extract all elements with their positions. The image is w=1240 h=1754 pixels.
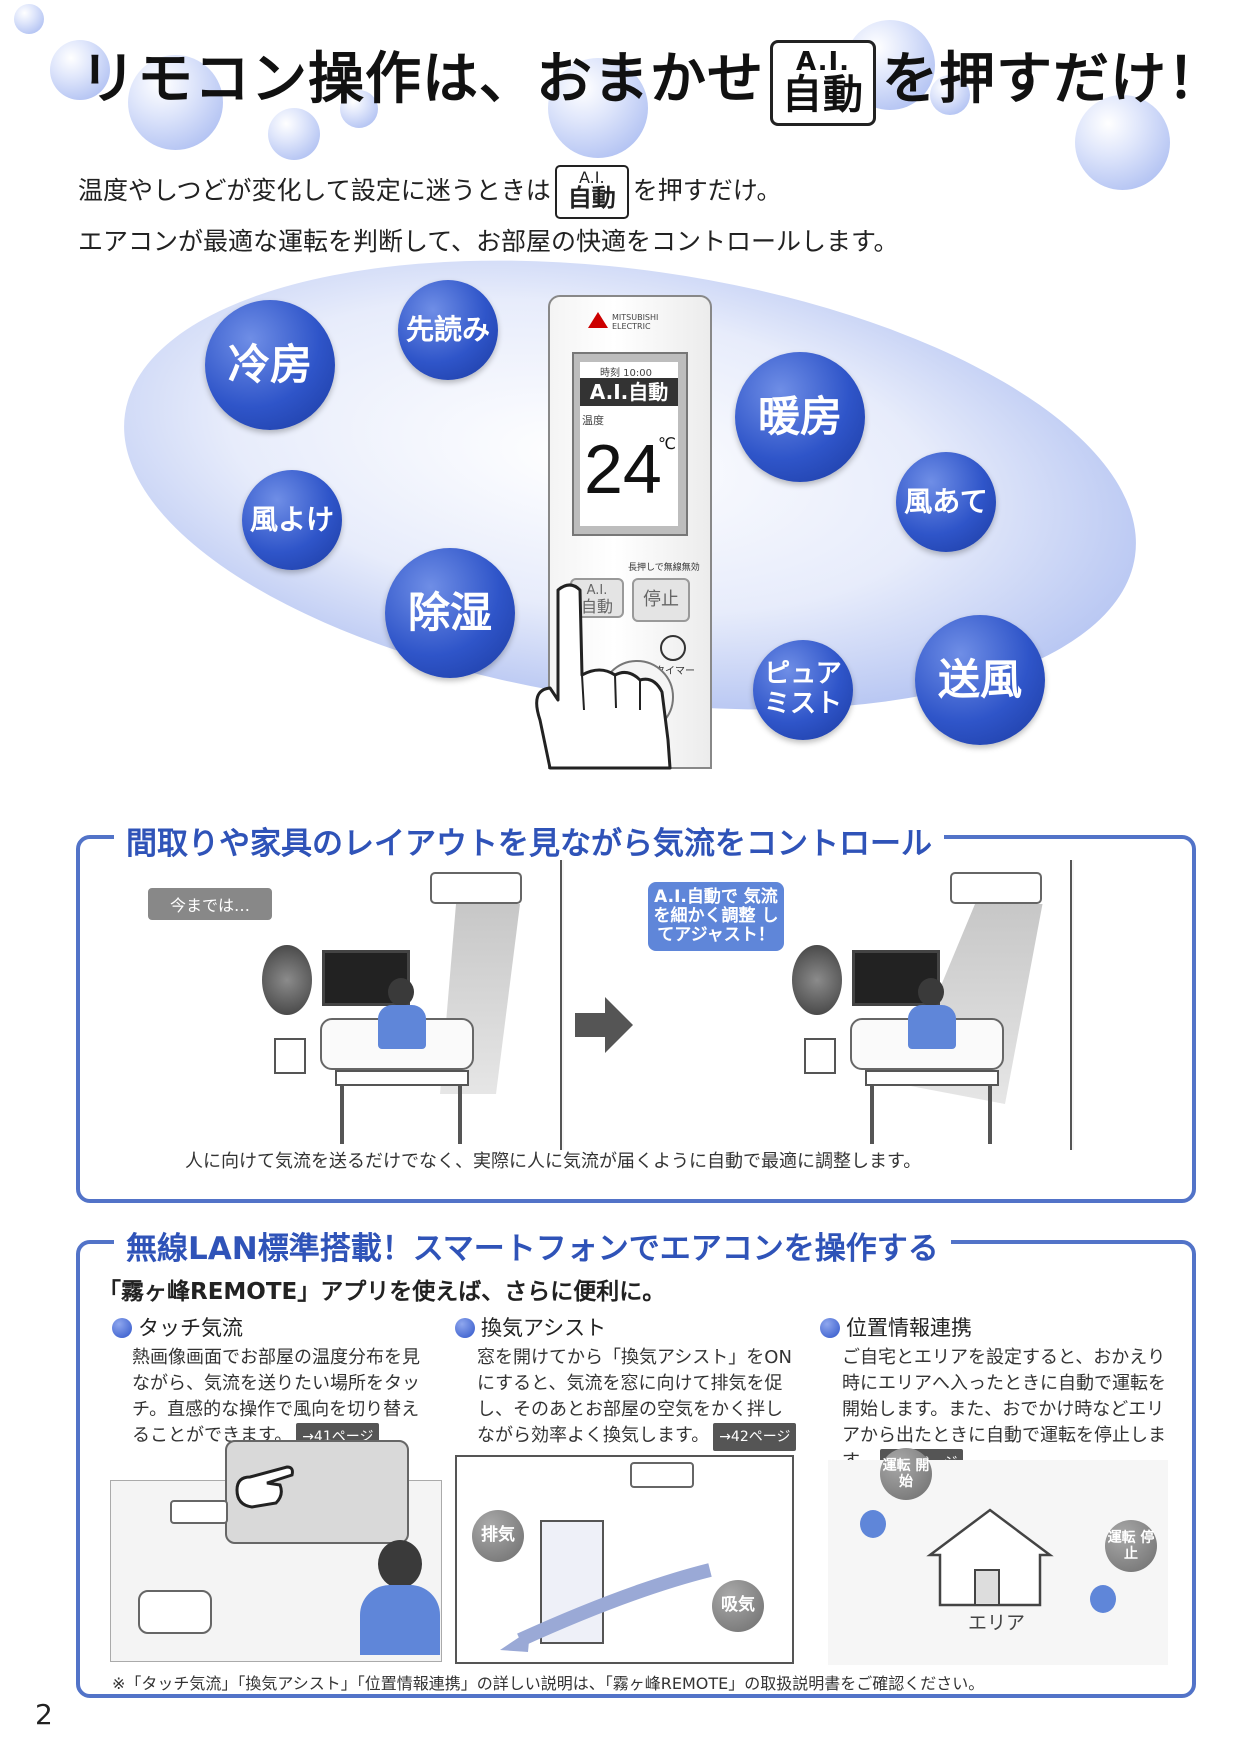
bullet-icon [820,1318,840,1338]
intake-label: 吸気 [712,1580,764,1632]
mode-pure-mist: ピュア ミスト [753,640,853,740]
decor-bubble [1075,95,1170,190]
decor-bubble [340,90,378,128]
page-link[interactable]: →42ページ [713,1423,797,1451]
sofa-icon [138,1590,212,1634]
plant-icon [792,945,842,1015]
touch-hand-icon [235,1465,294,1509]
exhaust-label: 排気 [472,1510,524,1562]
decor-bubble [548,58,648,158]
mode-heating: 暖房 [735,352,865,482]
house-icon [926,1508,1054,1607]
remote-mode-display: A.I.自動 [580,378,678,406]
decor-bubble [268,108,320,160]
section2-subtitle: 「霧ヶ峰REMOTE」アプリを使えば、さらに便利に。 [98,1279,666,1305]
remote-stop-button[interactable]: 停止 [632,578,690,622]
person-icon [918,978,944,1006]
page-number: 2 [35,1698,53,1731]
feature-heading-ventilation: 換気アシスト [455,1312,606,1342]
after-tag: A.I.自動で 気流を細かく調整 してアジャスト！ [648,882,784,951]
start-label: 運転 開始 [880,1448,932,1500]
arrow-right-icon [575,997,633,1053]
mode-wind-avoid: 風よけ [242,470,342,570]
ai-auto-button-icon-small: A.I.自動 [554,165,629,219]
remote-timer-label: タイマー [655,666,695,677]
airflow-arrow-icon [500,1563,712,1652]
remote-brand: MITSUBISHI ELECTRIC [612,313,659,331]
decor-bubble [50,40,110,100]
feature-heading-touch: タッチ気流 [112,1312,243,1342]
bullet-icon [112,1318,132,1338]
remote-screen: 時刻 10:00 A.I.自動 温度 24 ℃ [572,352,688,536]
bullet-icon [455,1318,475,1338]
feature-heading-location: 位置情報連携 [820,1312,972,1342]
before-tag: 今までは… [148,888,272,920]
feature-text-touch: 熱画像画面でお部屋の温度分布を見ながら、気流を送りたい場所をタッチ。直感的な操作… [132,1345,432,1451]
room-after [770,860,1150,1160]
person-icon [1090,1585,1116,1613]
remote-unit: ℃ [658,434,676,453]
stop-label: 運転 停止 [1105,1520,1157,1572]
decor-bubble [14,4,44,34]
area-label: エリア [968,1612,1026,1634]
air-conditioner-icon [430,872,522,904]
mode-fan: 送風 [915,615,1045,745]
pressing-hand-icon [535,583,672,770]
remote-long-press-label: 長押しで無線無効 [628,563,700,573]
title-after: を押すだけ！ [882,47,1224,113]
mode-dehumidify: 除湿 [385,548,515,678]
air-conditioner-icon [950,872,1042,904]
timer-icon[interactable] [660,635,686,661]
person-icon [860,1510,886,1538]
ai-auto-button-icon: A.I.自動 [770,40,876,126]
footnote: ※「タッチ気流」「換気アシスト」「位置情報連携」の詳しい説明は、「霧ヶ峰REMO… [112,1674,985,1693]
section1-title: 間取りや家具のレイアウトを見ながら気流をコントロール [114,818,944,863]
mode-cooling: 冷房 [205,300,335,430]
air-conditioner-icon [170,1500,228,1524]
mode-wind-direct: 風あて [896,452,996,552]
feature-text-ventilation: 窓を開けてから「換気アシスト」をONにすると、気流を窓に向けて排気を促し、そのあ… [477,1345,797,1451]
remote-temp-label: 温度 [582,414,604,427]
mode-prediction: 先読み [398,280,498,380]
person-icon [388,978,414,1006]
air-conditioner-icon [630,1462,694,1488]
room-before [230,860,610,1160]
mitsubishi-logo-icon [588,312,608,328]
table-icon [335,1070,469,1086]
plant-icon [262,945,312,1015]
section2-title: 無線LAN標準搭載！スマートフォンでエアコンを操作する [114,1223,951,1268]
section1-caption: 人に向けて気流を送るだけでなく、実際に人に気流が届くように自動で最適に調整します… [185,1151,922,1172]
remote-temperature: 24 [584,430,662,508]
remote-clock: 時刻 10:00 [600,368,652,379]
title-before: リモコン操作は、おまかせ [80,47,764,113]
table-icon [865,1070,999,1086]
person-icon [378,1540,422,1588]
decor-bubble [930,75,970,115]
decor-bubble [128,55,223,150]
